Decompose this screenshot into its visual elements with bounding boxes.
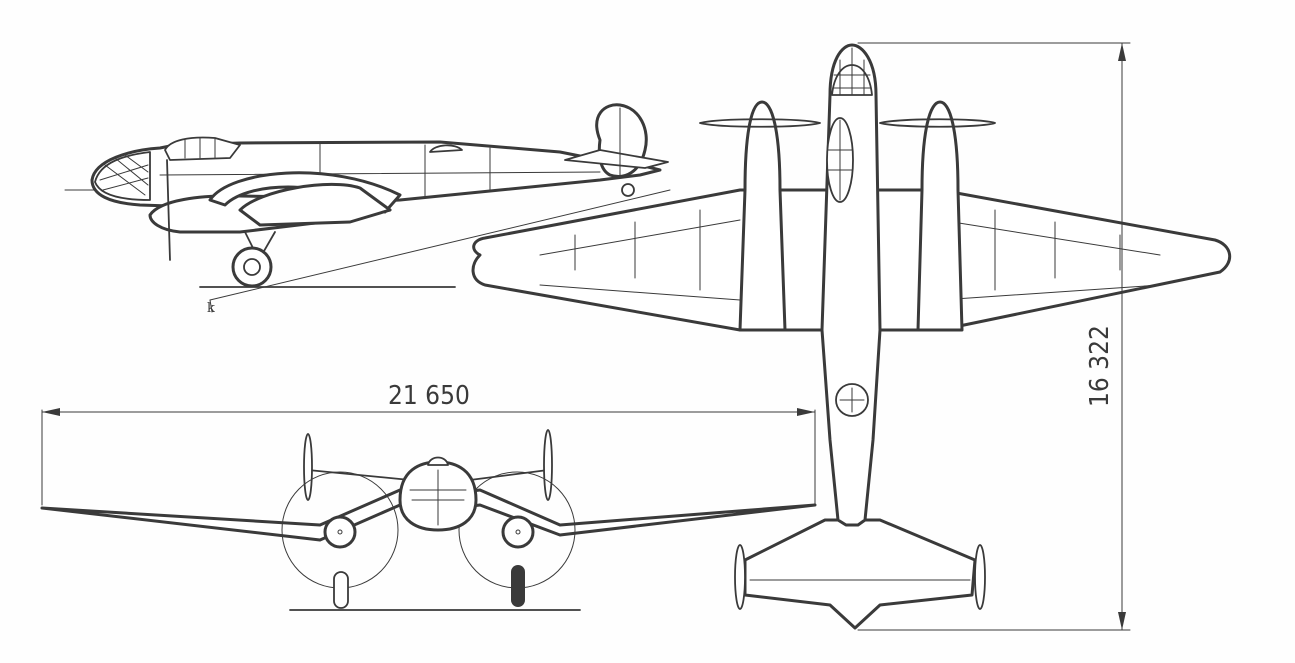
nose-glazing (94, 151, 151, 201)
plan-view (471, 43, 1231, 630)
length-arrow-top (1118, 43, 1126, 61)
wing-root-fairing (208, 171, 402, 214)
nose-glazing-plan (831, 64, 873, 96)
ground-angle-marker: k (207, 301, 215, 316)
length-arrow-bottom (1118, 612, 1126, 630)
tail-wheel (621, 183, 635, 197)
side-view (64, 103, 671, 313)
right-nacelle-plan (916, 100, 964, 332)
ground-angle-tick (209, 299, 213, 313)
front-canopy (427, 456, 449, 466)
left-fin (303, 433, 313, 501)
dorsal-turret (429, 144, 463, 153)
length-label: 16 322 (1085, 325, 1115, 407)
left-fin-plan (734, 544, 746, 610)
wing-section (238, 182, 392, 227)
side-propeller (166, 159, 171, 261)
left-engine-front (323, 515, 357, 549)
main-wheel (231, 246, 273, 288)
ground-angle-line (209, 189, 671, 301)
right-gear-front (511, 565, 525, 607)
cockpit-canopy (164, 136, 241, 161)
left-propeller-plan (699, 118, 821, 128)
right-engine-front (501, 515, 535, 549)
horizontal-stabilizer-side (564, 149, 669, 169)
fuselage-plan (820, 43, 882, 527)
length-dimension (857, 42, 1131, 631)
span-arrow-left (42, 408, 60, 416)
front-view (40, 429, 817, 611)
right-fin (543, 429, 553, 501)
wingspan-label: 21 650 (388, 381, 470, 411)
horizontal-tail-plan (743, 518, 977, 630)
left-gear-front (333, 571, 349, 609)
span-dimension (41, 408, 816, 506)
right-propeller-plan (879, 118, 996, 128)
right-fin-plan (974, 544, 986, 610)
left-nacelle-plan (738, 100, 787, 332)
span-arrow-right (797, 408, 815, 416)
